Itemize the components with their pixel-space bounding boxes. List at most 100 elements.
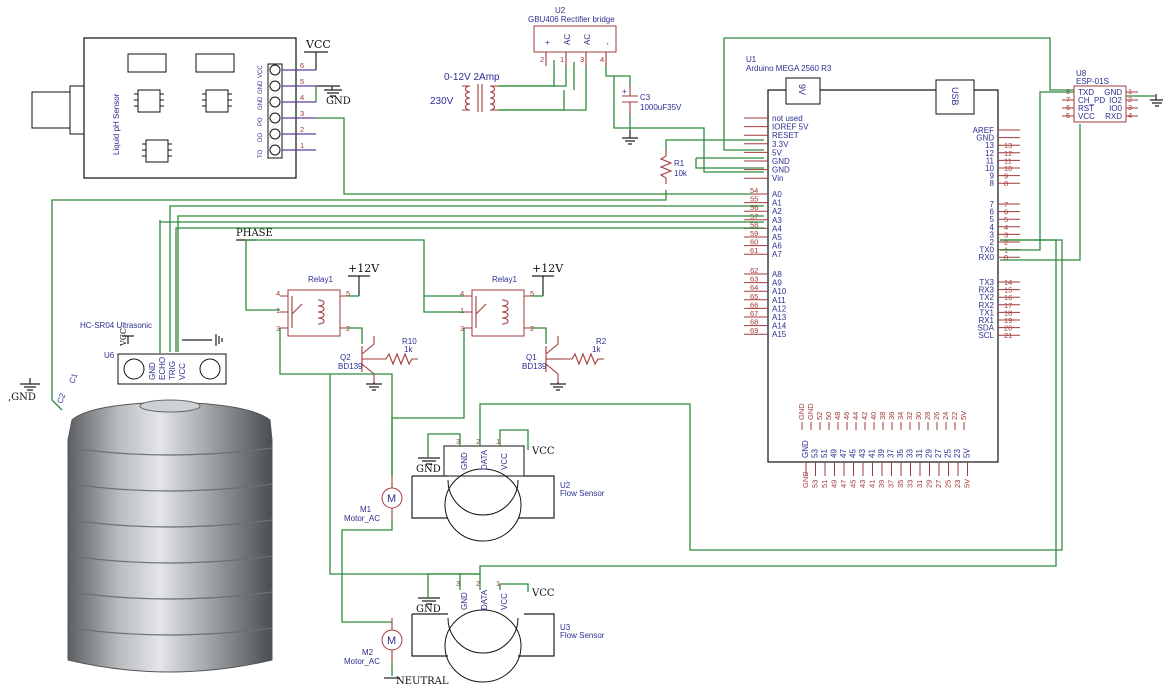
rect-pnum-4: 4 [600, 55, 604, 64]
arduino-pin-a2: A2 [772, 207, 782, 216]
arduino-pin-not-used: not used [772, 114, 803, 123]
arduino-pinnum-56: 56 [750, 203, 758, 212]
flow2-pin-vcc: VCC [500, 593, 509, 610]
arduino-bottom-pinnum-53: 53 [811, 480, 820, 488]
arduino-pin-a0: A0 [772, 190, 782, 199]
ph-pin-gnd1: GND [258, 96, 264, 110]
tank-gnd: ,GND [8, 392, 36, 403]
tank-c1: C1 [67, 371, 79, 384]
plus12v-left: +12V [348, 262, 380, 275]
flow1-pin-vcc: VCC [500, 453, 509, 470]
relay-left-p3: 3 [276, 324, 280, 333]
arduino-bottom-pin-5v: 5V [959, 411, 968, 420]
arduino-bottom-pin-26: 26 [932, 412, 941, 420]
ph-pnum-1: 1 [300, 141, 304, 150]
arduino-bottom-pin2-37: 37 [887, 449, 896, 458]
wiring [51, 37, 1156, 676]
arduino-bottom-pin-50: 50 [824, 412, 833, 420]
flow1-pnum-2: 2 [476, 437, 480, 446]
motor-m1: M M1 Motor_AC [344, 476, 403, 523]
esp-right-pin-io0: IO0 [1109, 104, 1122, 113]
transformer-primary: 230V [430, 96, 454, 107]
arduino-bottom-pin2-29: 29 [925, 449, 934, 458]
arduino-pinnum-60: 60 [750, 238, 758, 247]
rect-pnum-1: 1 [560, 55, 564, 64]
motor2-symbol: M [387, 635, 396, 647]
arduino-pin-gnd: GND [772, 157, 790, 166]
esp-pin-vcc: VCC [1078, 112, 1095, 121]
arduino-pinnum-69: 69 [750, 326, 758, 335]
resistor-r2: R2 1k [562, 337, 607, 366]
flow2-pnum-1: 1 [496, 579, 500, 588]
arduino-bottom-pin2-51: 51 [820, 449, 829, 458]
arduino-pin-a13: A13 [772, 313, 787, 322]
arduino-pinnum-54: 54 [750, 186, 758, 195]
flow1-pin-gnd: GND [460, 452, 469, 470]
q2-value: BD139 [338, 362, 363, 371]
ph-pnum-2: 2 [300, 125, 304, 134]
esp-right-pin-io2: IO2 [1109, 96, 1122, 105]
arduino-bottom-pin2-53: 53 [811, 449, 820, 458]
arduino-bottom-pinnum-41: 41 [868, 480, 877, 488]
ph-pin-vcc: VCC [258, 65, 264, 78]
rect-pnum-3: 3 [580, 55, 584, 64]
flow1-vcc: VCC [531, 446, 555, 457]
arduino-right-pin-scl: SCL [978, 331, 994, 340]
motor1-value: Motor_AC [344, 514, 380, 523]
arduino-pin-a5: A5 [772, 233, 782, 242]
r1-ref: R1 [674, 159, 685, 168]
arduino-right-pin-10: 10 [985, 164, 994, 173]
r1-value: 10k [674, 169, 688, 178]
arduino-right-pin-gnd: GND [976, 134, 994, 143]
c3-ref: C3 [640, 93, 651, 102]
arduino-right-pin-6: 6 [990, 208, 995, 217]
arduino-bottom-pin-48: 48 [833, 412, 842, 420]
arduino-pinnum-61: 61 [750, 246, 758, 255]
flow1-label: Flow Sensor [560, 489, 605, 498]
relay-right-p1: 1 [460, 306, 464, 315]
flow2-label: Flow Sensor [560, 631, 605, 640]
arduino-bottom-pin2-35: 35 [896, 449, 905, 458]
ph-gnd-label: GND [326, 96, 351, 107]
us-pin-trig: TRIG [168, 361, 177, 380]
motor1-ref: M1 [360, 505, 372, 514]
arduino-bottom-pin-28: 28 [923, 412, 932, 420]
relay-left-p5: 5 [346, 289, 350, 298]
arduino-bottom-pinnum-45: 45 [849, 480, 858, 488]
arduino-bottom-pin2-23: 23 [953, 449, 962, 458]
arduino-right-pin-5: 5 [990, 215, 995, 224]
capacitor-c3: + C3 1000uF35V [622, 86, 682, 145]
arduino-pinnum-64: 64 [750, 283, 758, 292]
relay-right-p3: 3 [460, 324, 464, 333]
ph-vcc-label: VCC [305, 38, 331, 51]
arduino-bottom-pin2-5v: 5V [963, 448, 972, 458]
arduino-right-pin-sda: SDA [978, 324, 995, 333]
transistor-q2: Q2 BD139 [338, 336, 382, 391]
water-tank [67, 399, 273, 673]
rectifier-label: GBU406 Rectifier bridge [528, 15, 615, 24]
relay-left: Relay1 4 5 1 3 2 [276, 275, 350, 337]
arduino-bottom-pinnum-29: 29 [925, 480, 934, 488]
arduino-bottom-pin2-47: 47 [839, 449, 848, 458]
arduino-bottom-pinnum-gnd: GND [801, 471, 810, 488]
arduino-bottom-pinnum-49: 49 [830, 480, 839, 488]
q2-ref: Q2 [340, 353, 351, 362]
arduino-bottom-pin-32: 32 [905, 412, 914, 420]
arduino-bottom-pinnum-39: 39 [877, 480, 886, 488]
arduino-bottom-pinnum-33: 33 [906, 480, 915, 488]
arduino-bottom-pinnum-37: 37 [887, 480, 896, 488]
arduino-right-pin-tx0: TX0 [979, 246, 994, 255]
arduino-bottom-pin2-27: 27 [934, 449, 943, 458]
arduino-pinnum-66: 66 [750, 300, 758, 309]
us-pin-vcc: VCC [178, 363, 187, 380]
arduino-right-pin-11: 11 [986, 156, 995, 165]
flow1-pnum-3: 3 [456, 437, 460, 446]
flow2-pin-data: DATA [480, 589, 489, 610]
rect-pnum-2: 2 [540, 55, 544, 64]
motor-m2: M M2 Motor_AC [344, 618, 403, 666]
arduino-pin-a8: A8 [772, 270, 782, 279]
arduino-right-pin-tx1: TX1 [979, 308, 994, 317]
flow1-ref: U2 [560, 481, 571, 490]
arduino-pinnum-58: 58 [750, 220, 758, 229]
arduino-usb: USB [950, 87, 960, 106]
